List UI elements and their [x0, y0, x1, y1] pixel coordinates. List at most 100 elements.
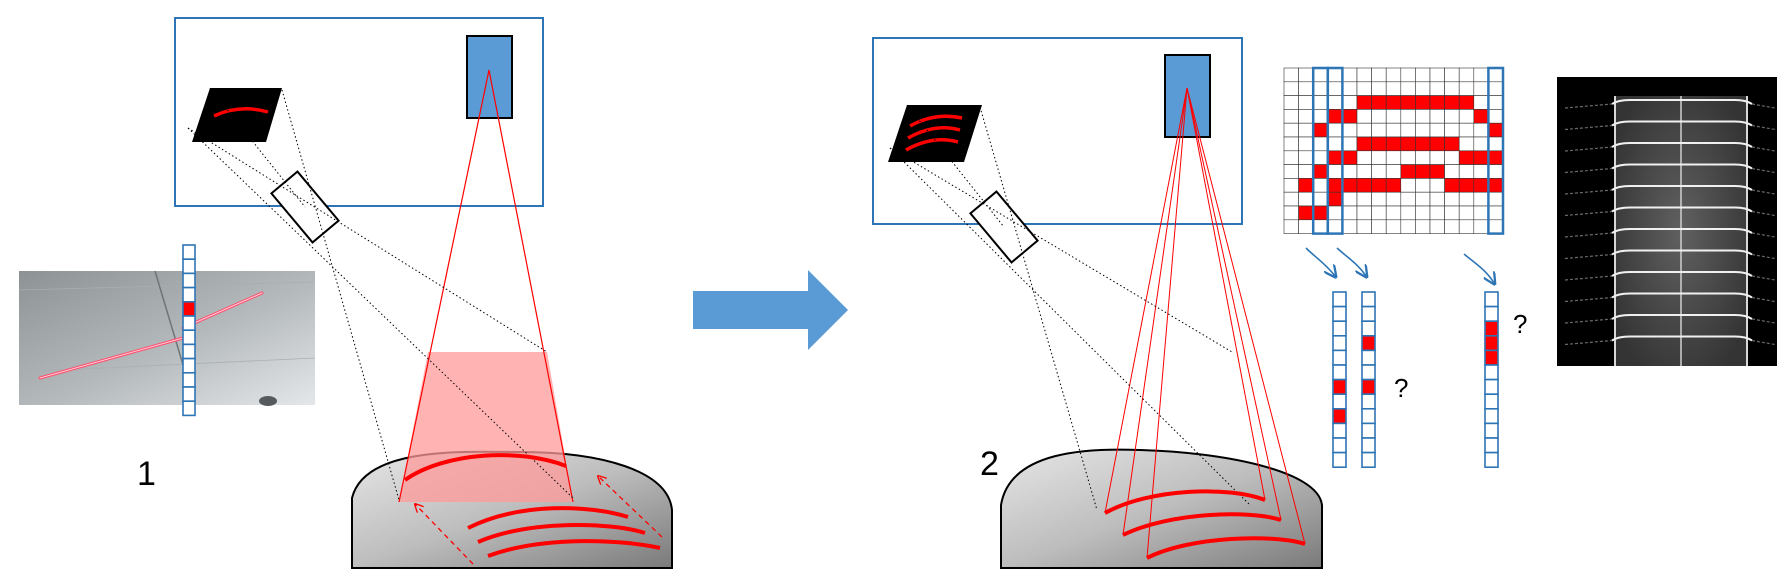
grid-cell — [1371, 150, 1387, 165]
scan-side-line — [1751, 296, 1776, 303]
projector-beams — [1104, 87, 1306, 559]
scan-direction-arrow — [415, 504, 474, 565]
grid-cell — [1327, 136, 1343, 152]
pattern-projector — [1164, 54, 1211, 138]
laser-emitter — [466, 35, 513, 119]
grid-cell — [1429, 136, 1445, 152]
grid-cell — [1327, 205, 1343, 221]
grid-cell — [1342, 191, 1358, 207]
column-cell — [182, 272, 196, 289]
sensor-laser-line — [213, 107, 269, 118]
panel-2-label: 2 — [980, 445, 999, 483]
sensor-laser-lines — [905, 114, 963, 152]
grid-cell — [1385, 109, 1402, 124]
scan-side-line — [1751, 232, 1776, 238]
column-cell — [1332, 291, 1347, 308]
grid-cell — [1312, 122, 1329, 138]
grid-cell — [1356, 150, 1372, 165]
grid-cell — [1429, 67, 1445, 83]
grid-cell — [1283, 122, 1299, 138]
grid-cell — [1327, 67, 1343, 83]
grid-cell — [1371, 109, 1387, 124]
grid-cell — [1488, 136, 1504, 152]
grid-cell — [1400, 178, 1416, 193]
grid-cell — [1429, 164, 1445, 179]
column-cell — [1484, 364, 1499, 381]
grid-cell — [1327, 95, 1343, 110]
grid-cell — [1473, 191, 1489, 207]
grid-cell — [1342, 136, 1358, 152]
scan-side-line — [1564, 210, 1613, 217]
panel-1: 1 — [18, 17, 673, 569]
column-cell — [1332, 334, 1347, 352]
grid-cell — [1385, 164, 1402, 179]
extracted-pixel-columns — [1332, 291, 1499, 469]
column-cell — [1484, 422, 1499, 439]
column-cell — [1361, 378, 1376, 396]
grid-cell — [1298, 164, 1314, 179]
grid-cell — [1415, 191, 1431, 207]
column-cell — [1361, 349, 1376, 366]
grid-cell — [1312, 95, 1329, 110]
scan-side-line — [1751, 253, 1776, 260]
grid-cell — [1371, 95, 1387, 110]
grid-cell — [1327, 109, 1343, 124]
grid-cell — [1298, 81, 1314, 96]
grid-cell — [1298, 205, 1314, 221]
column-cell — [1484, 451, 1499, 469]
grid-cell — [1342, 109, 1358, 124]
column-cell — [182, 386, 196, 402]
grid-cell — [1473, 164, 1489, 179]
column-cell — [182, 371, 196, 388]
column-cell — [1361, 451, 1376, 469]
grid-cell — [1327, 191, 1343, 207]
grid-cell — [1327, 219, 1343, 234]
grid-cell — [1473, 122, 1489, 138]
grid-cell — [1488, 67, 1504, 83]
question-mark-c: ? — [1513, 309, 1527, 339]
scan-side-line — [1564, 103, 1613, 109]
scan-direction-arrow — [598, 476, 663, 538]
column-cell — [182, 286, 196, 303]
column-cell — [1361, 437, 1376, 454]
scan-side-line — [1564, 253, 1613, 260]
grid-cell — [1327, 150, 1343, 165]
scan-side-line — [1751, 339, 1776, 346]
laser-beam-edge — [398, 69, 490, 503]
column-cell — [1332, 407, 1347, 425]
grid-cell — [1444, 67, 1460, 83]
camera-sight-lines — [187, 87, 574, 501]
column-cell — [1361, 320, 1376, 337]
grid-cell — [1312, 205, 1329, 221]
column-cell — [182, 343, 196, 360]
column-cell — [1484, 349, 1499, 366]
scan-laser-line — [1611, 314, 1753, 320]
grid-cell — [1342, 122, 1358, 138]
grid-cell — [1415, 109, 1431, 124]
grid-cell — [1444, 95, 1460, 110]
panel-1-label: 1 — [137, 455, 156, 493]
grid-cell — [1458, 178, 1475, 193]
grid-cell — [1342, 95, 1358, 110]
column-cell — [1484, 291, 1499, 308]
grid-cell — [1429, 95, 1445, 110]
grid-cell — [1415, 122, 1431, 138]
scan-side-line — [1751, 124, 1776, 131]
grid-cell — [1283, 191, 1299, 207]
grid-cell — [1429, 81, 1445, 96]
scan-laser-line — [1611, 228, 1753, 234]
grid-cell — [1298, 109, 1314, 124]
grid-cell — [1298, 178, 1314, 193]
grid-cell — [1415, 164, 1431, 179]
scan-laser-line — [1611, 335, 1753, 342]
grid-cell — [1356, 109, 1372, 124]
grid-cell — [1444, 136, 1460, 152]
grid-cell — [1400, 150, 1416, 165]
scan-side-line — [1751, 146, 1776, 152]
scan-side-line — [1751, 275, 1776, 281]
scan-laser-line — [1611, 185, 1753, 191]
grid-cell — [1356, 164, 1372, 179]
grid-cell — [1400, 67, 1416, 83]
scan-side-line — [1751, 210, 1776, 217]
column-cell — [1484, 378, 1499, 396]
